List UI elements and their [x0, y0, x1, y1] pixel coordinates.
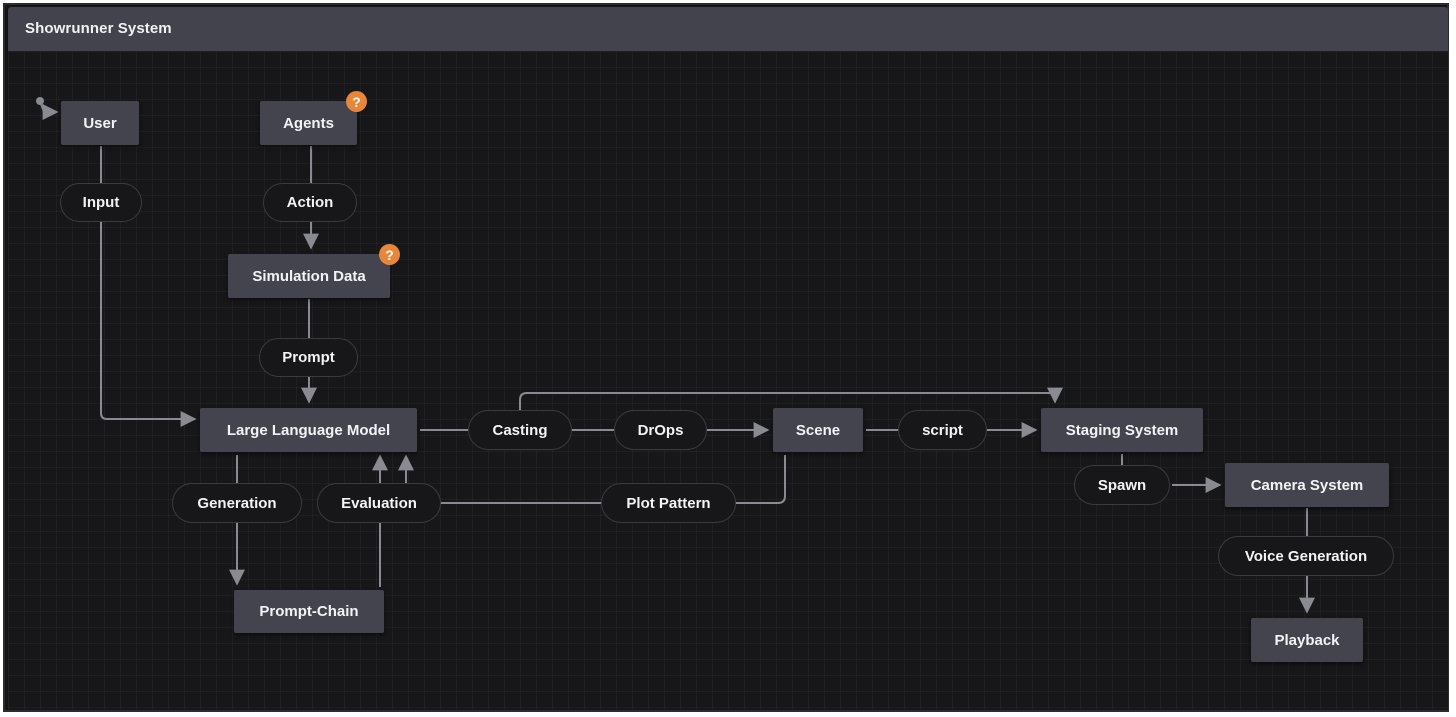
node-large-language-model[interactable]: Large Language Model: [200, 408, 417, 452]
question-mark-icon[interactable]: ?: [379, 244, 400, 265]
edge-user-llm: [100, 146, 197, 427]
edge-initial-user: [39, 100, 59, 120]
window-title: Showrunner System: [25, 20, 172, 37]
edge-casting-staging: [519, 387, 1063, 410]
node-staging-system[interactable]: Staging System: [1041, 408, 1203, 452]
question-mark-icon[interactable]: ?: [346, 91, 367, 112]
node-playback[interactable]: Playback: [1251, 618, 1363, 662]
node-camera-system[interactable]: Camera System: [1225, 463, 1389, 507]
edge-label-voice-generation[interactable]: Voice Generation: [1218, 536, 1394, 576]
edge-label-casting[interactable]: Casting: [468, 410, 572, 450]
edge-label-generation[interactable]: Generation: [172, 483, 302, 523]
node-simulation-data[interactable]: Simulation Data: [228, 254, 390, 298]
node-user[interactable]: User: [61, 101, 139, 145]
edge-label-input[interactable]: Input: [60, 183, 142, 222]
edge-label-script[interactable]: script: [898, 410, 987, 450]
edge-label-evaluation[interactable]: Evaluation: [317, 483, 441, 523]
edge-label-drops[interactable]: DrOps: [614, 410, 707, 450]
node-agents[interactable]: Agents: [260, 101, 357, 145]
node-scene[interactable]: Scene: [773, 408, 863, 452]
edge-label-prompt[interactable]: Prompt: [259, 338, 358, 377]
edge-label-plot-pattern[interactable]: Plot Pattern: [601, 483, 736, 523]
edge-label-action[interactable]: Action: [263, 183, 357, 222]
edge-label-spawn[interactable]: Spawn: [1074, 465, 1170, 505]
node-prompt-chain[interactable]: Prompt-Chain: [234, 590, 384, 633]
window-header: Showrunner System: [8, 7, 1448, 51]
